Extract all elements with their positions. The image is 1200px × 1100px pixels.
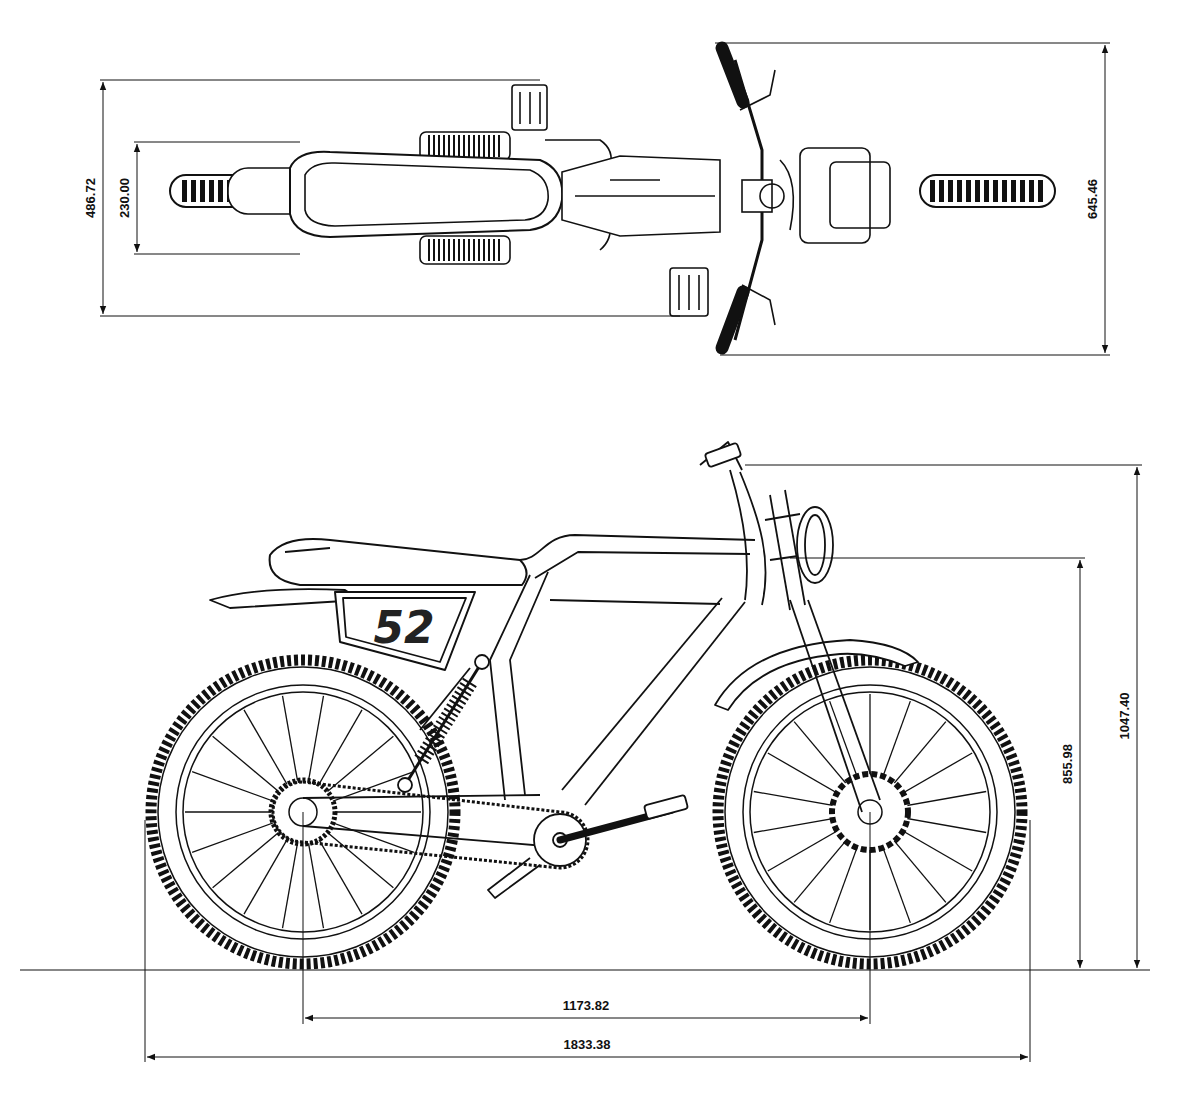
bike-frame	[475, 655, 489, 669]
bike-frame	[705, 443, 742, 468]
dimension-lines	[1105, 45, 1106, 353]
bike-frame	[765, 514, 800, 520]
dimension-lines	[303, 812, 304, 1024]
top-view	[539, 92, 541, 124]
bike-frame	[343, 598, 466, 662]
top-view	[290, 152, 562, 237]
dimension-lines	[1080, 560, 1081, 968]
dimension-lines	[145, 465, 1142, 1062]
top-view	[428, 239, 502, 261]
top-view	[930, 180, 1045, 202]
dimension-lines	[745, 465, 1142, 466]
top-view	[688, 275, 690, 310]
bike-frame	[520, 535, 755, 560]
bike-frame	[273, 782, 588, 868]
dimension-lines	[305, 1018, 868, 1019]
bike-frame	[303, 826, 545, 846]
top-view	[920, 175, 1055, 207]
dimension-lines	[720, 355, 1110, 356]
bike-frame	[270, 539, 527, 585]
bike-frame	[488, 858, 540, 898]
bike-frame	[335, 592, 475, 670]
bike-frame	[585, 602, 745, 805]
dimension-label: 855.98	[1060, 742, 1075, 786]
top-view	[519, 92, 521, 124]
bike-frame	[535, 552, 750, 578]
dimension-lines	[870, 812, 871, 1024]
dimension-lines	[790, 558, 1085, 559]
dimension-lines	[137, 144, 138, 252]
bike-frame	[805, 515, 825, 575]
bike-frame	[562, 598, 722, 790]
top-view	[742, 285, 775, 325]
dimension-lines	[100, 316, 680, 317]
bike-frame	[730, 470, 747, 600]
bike-frame	[808, 600, 880, 800]
bike-frame	[420, 682, 470, 762]
top-view	[760, 184, 784, 208]
dimension-label: 486.72	[83, 176, 98, 220]
top-view	[575, 195, 715, 197]
top-view	[562, 156, 720, 236]
bike-frame	[550, 600, 720, 604]
ground-line	[20, 970, 1150, 971]
dimension-lines	[134, 254, 300, 255]
dimension-label: 1173.82	[561, 998, 611, 1013]
bike-frame	[285, 548, 330, 552]
bike-frame	[510, 572, 548, 795]
top-view	[830, 162, 890, 228]
dimension-lines	[134, 142, 300, 143]
dimension-lines	[1137, 467, 1138, 968]
bike-frame	[790, 600, 862, 812]
bike-frame	[210, 442, 918, 898]
top-view	[670, 268, 708, 316]
ground-line	[20, 969, 1150, 970]
bike-frame	[490, 575, 530, 800]
top-view	[529, 92, 531, 124]
bike-frame	[740, 472, 766, 605]
top-view	[740, 70, 775, 110]
top-view	[305, 163, 548, 226]
dimension-label: 230.00	[117, 176, 132, 220]
top-view	[610, 179, 660, 181]
top-view	[428, 135, 502, 157]
bike-frame	[797, 507, 833, 583]
top-view	[780, 160, 793, 230]
bike-frame	[398, 778, 412, 792]
dimension-lines	[147, 1057, 1028, 1058]
number-plate-text: 52	[373, 606, 434, 650]
top-view	[678, 275, 680, 310]
bike-frame	[715, 640, 918, 710]
dimension-lines	[1030, 820, 1031, 1062]
bike-frame	[770, 495, 790, 610]
dimension-lines	[100, 43, 1110, 355]
top-view	[722, 292, 743, 348]
bike-frame	[700, 442, 742, 470]
dimension-label: 1833.38	[562, 1037, 613, 1052]
top-view	[420, 236, 510, 264]
dimension-lines	[100, 80, 540, 81]
top-view	[698, 275, 700, 310]
dimension-lines	[103, 82, 104, 314]
top-view	[512, 85, 547, 130]
top-view	[722, 48, 743, 102]
bike-frame	[644, 795, 688, 819]
top-view	[170, 48, 1055, 348]
dimension-label: 1047.40	[1117, 691, 1132, 742]
dimension-lines	[715, 43, 1110, 44]
dimension-lines	[145, 820, 146, 1062]
dimension-label: 645.46	[1085, 177, 1100, 221]
bike-frame	[405, 662, 482, 785]
